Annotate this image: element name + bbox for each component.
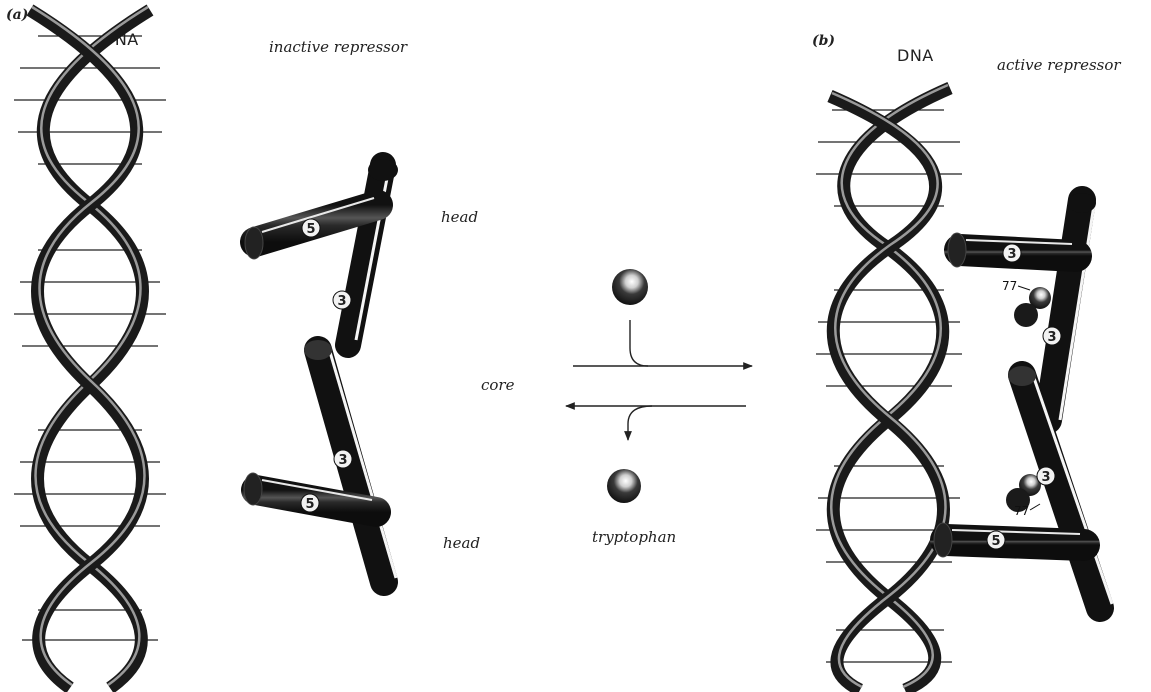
tryptophan-top <box>612 269 648 305</box>
helix-number-a4: 5 <box>305 497 314 512</box>
residue-label-b1: 77 <box>1002 279 1017 293</box>
helix-number-a1: 5 <box>306 222 315 237</box>
helix-badge-b4: 5 <box>987 531 1005 549</box>
equilibrium <box>566 269 752 503</box>
helix-badge-b2: 3 <box>1043 327 1061 345</box>
dna-helix-b <box>816 85 962 690</box>
helix-number-b2: 3 <box>1047 330 1056 345</box>
helix-badge-b3: 3 <box>1037 467 1055 485</box>
helix-badge-a3: 3 <box>334 450 352 468</box>
helix-badge-b1: 3 <box>1003 244 1021 262</box>
helix-number-b4: 5 <box>991 534 1000 549</box>
tryptophan-bottom <box>607 469 641 503</box>
forward-arrow <box>630 320 752 366</box>
repressor-b-upper-spine <box>1048 193 1096 420</box>
helix-badge-a4: 5 <box>301 494 319 512</box>
helix-number-b3: 3 <box>1041 470 1050 485</box>
helix-number-a3: 3 <box>338 453 347 468</box>
dna-helix-a <box>14 7 166 688</box>
helix-number-a2: 3 <box>337 294 346 309</box>
repressor-a-upper-spine <box>348 159 398 345</box>
residue-label-b2: 77 <box>1014 504 1029 518</box>
helix-number-b1: 3 <box>1007 247 1016 262</box>
helix-badge-a1: 5 <box>302 219 320 237</box>
dna-base-pairs-a <box>14 36 166 640</box>
active-repressor: 3 3 3 5 77 77 <box>934 193 1112 608</box>
helix-badge-a2: 3 <box>333 291 351 309</box>
release-arrow <box>628 406 652 440</box>
inactive-repressor: 5 3 3 5 <box>244 159 398 582</box>
